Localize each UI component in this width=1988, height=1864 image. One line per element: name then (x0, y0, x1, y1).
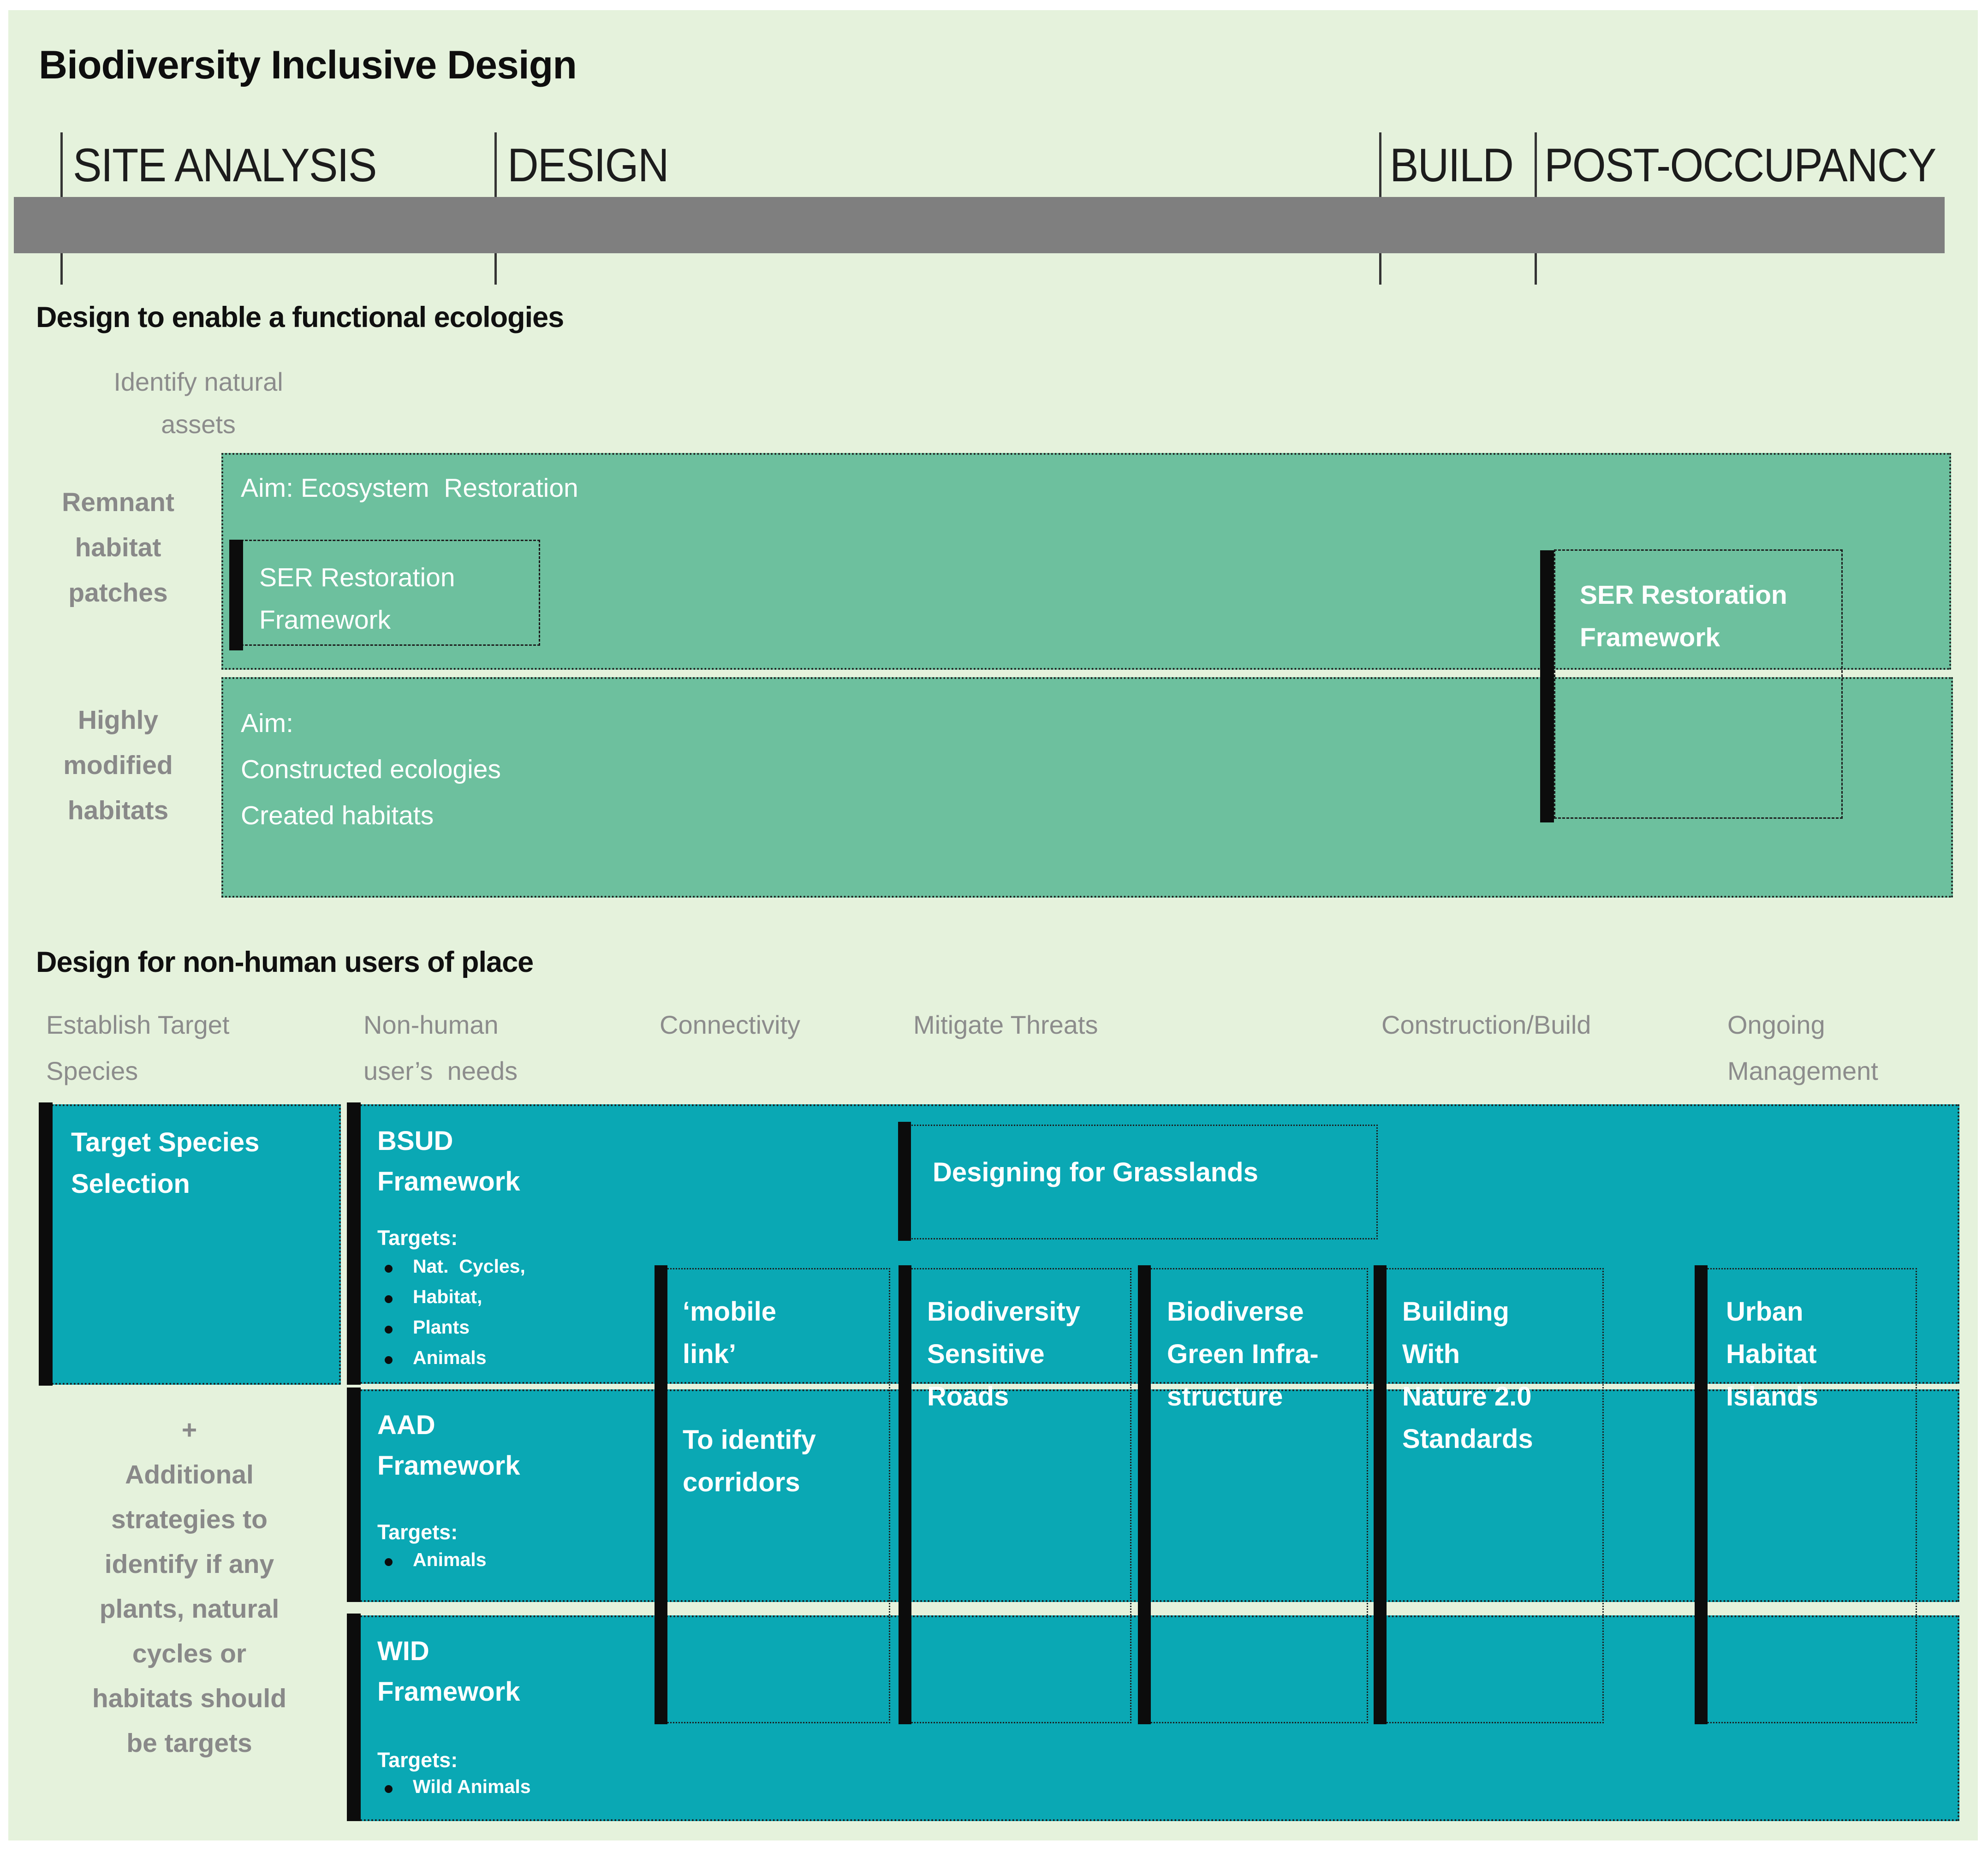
biodiverse-green-infrastructure-accent-bar (1138, 1265, 1151, 1724)
step-identify-natural-assets: Identify natural assets (113, 367, 283, 439)
page-title: Biodiversity Inclusive Design (39, 43, 577, 87)
section-functional-ecologies-heading: Design to enable a functional ecologies (36, 301, 564, 333)
mobile-link-subtitle: To identify corridors (683, 1425, 816, 1497)
designing-for-grasslands-label: Designing for Grasslands (933, 1157, 1258, 1187)
col-ongoing-management: Ongoing Management (1727, 1010, 1878, 1085)
phase-design: DESIGN (507, 139, 669, 191)
col-establish-target-species: Establish Target Species (46, 1010, 230, 1085)
wid-framework-band (349, 1615, 1959, 1821)
highly-modified-habitats-label: Highly modified habitats (63, 705, 173, 825)
remnant-habitat-patches-label: Remnant habitat patches (62, 488, 174, 607)
bullet-icon (385, 1356, 393, 1364)
constructed-ecologies-aim: Aim: Constructed ecologies Created habit… (241, 709, 501, 830)
target-species-selection-box (41, 1104, 341, 1385)
list-item: Habitat, (377, 1286, 525, 1316)
biodiverse-green-infrastructure-title: Biodiverse Green Infra- structure (1167, 1297, 1319, 1411)
phase-site-analysis: SITE ANALYSIS (73, 139, 377, 191)
col-mitigate-threats: Mitigate Threats (913, 1010, 1098, 1039)
biodiversity-sensitive-roads-accent-bar (899, 1265, 911, 1724)
target-item: Nat. Cycles, (413, 1256, 525, 1277)
ser-framework-accent-bar (1540, 550, 1554, 822)
bullet-icon (385, 1326, 393, 1334)
target-item: Wild Animals (413, 1776, 531, 1797)
bullet-icon (385, 1785, 393, 1793)
ecosystem-restoration-box (221, 453, 1951, 670)
aad-targets-label: Targets: (377, 1520, 458, 1544)
ser-framework-accent-bar (229, 540, 243, 650)
bsud-targets-label: Targets: (377, 1226, 458, 1250)
aad-accent-bar (347, 1388, 361, 1602)
list-item: Plants (377, 1316, 525, 1347)
mobile-link-title: ‘mobile link’ (683, 1297, 777, 1369)
ecosystem-restoration-aim: Aim: Ecosystem Restoration (241, 473, 578, 503)
ser-framework-label-site-analysis: SER Restoration Framework (259, 563, 455, 635)
bsud-targets-list: Nat. Cycles, Habitat, Plants Animals (377, 1256, 525, 1377)
building-with-nature-title: Building With Nature 2.0 Standards (1402, 1297, 1533, 1454)
wid-targets-list: Wild Animals (377, 1776, 531, 1806)
constructed-ecologies-box (221, 677, 1953, 898)
aad-framework-band (349, 1389, 1959, 1602)
bsud-framework-band (349, 1104, 1959, 1384)
mobile-link-accent-bar (655, 1265, 667, 1724)
wid-targets-label: Targets: (377, 1748, 458, 1772)
building-with-nature-accent-bar (1374, 1265, 1387, 1724)
list-item: Nat. Cycles, (377, 1256, 525, 1286)
bullet-icon (385, 1265, 393, 1273)
timeline-bar (14, 197, 1945, 253)
ser-framework-label-post-occupancy: SER Restoration Framework (1580, 580, 1787, 652)
col-connectivity: Connectivity (660, 1010, 801, 1039)
target-species-selection-label: Target Species Selection (71, 1127, 260, 1199)
wid-framework-title: WID Framework (377, 1636, 520, 1707)
ser-framework-box-post-occupancy (1554, 549, 1843, 819)
bsud-framework-title: BSUD Framework (377, 1126, 520, 1197)
target-item: Animals (413, 1347, 487, 1368)
aad-framework-title: AAD Framework (377, 1410, 520, 1481)
list-item: Animals (377, 1347, 525, 1377)
urban-habitat-islands-accent-bar (1695, 1265, 1708, 1724)
biodiversity-sensitive-roads-title: Biodiversity Sensitive Roads (927, 1297, 1080, 1411)
target-item: Plants (413, 1316, 470, 1338)
aad-targets-list: Animals (377, 1549, 487, 1579)
urban-habitat-islands-title: Urban Habitat Islands (1726, 1297, 1818, 1411)
col-non-human-user-needs: Non-human user’s needs (363, 1010, 518, 1085)
wid-accent-bar (347, 1614, 361, 1821)
target-item: Animals (413, 1549, 487, 1570)
col-construction-build: Construction/Build (1381, 1010, 1591, 1039)
phase-build: BUILD (1390, 139, 1514, 191)
additional-strategies-note: + Additional strategies to identify if a… (92, 1415, 287, 1758)
section-non-human-users-heading: Design for non-human users of place (36, 946, 534, 978)
grasslands-accent-bar (898, 1122, 911, 1241)
phase-post-occupancy: POST-OCCUPANCY (1544, 139, 1936, 191)
target-item: Habitat, (413, 1286, 482, 1307)
list-item: Wild Animals (377, 1776, 531, 1806)
bsud-accent-bar (347, 1102, 361, 1385)
bullet-icon (385, 1558, 393, 1566)
bullet-icon (385, 1295, 393, 1303)
target-species-accent-bar (39, 1102, 53, 1386)
list-item: Animals (377, 1549, 487, 1579)
